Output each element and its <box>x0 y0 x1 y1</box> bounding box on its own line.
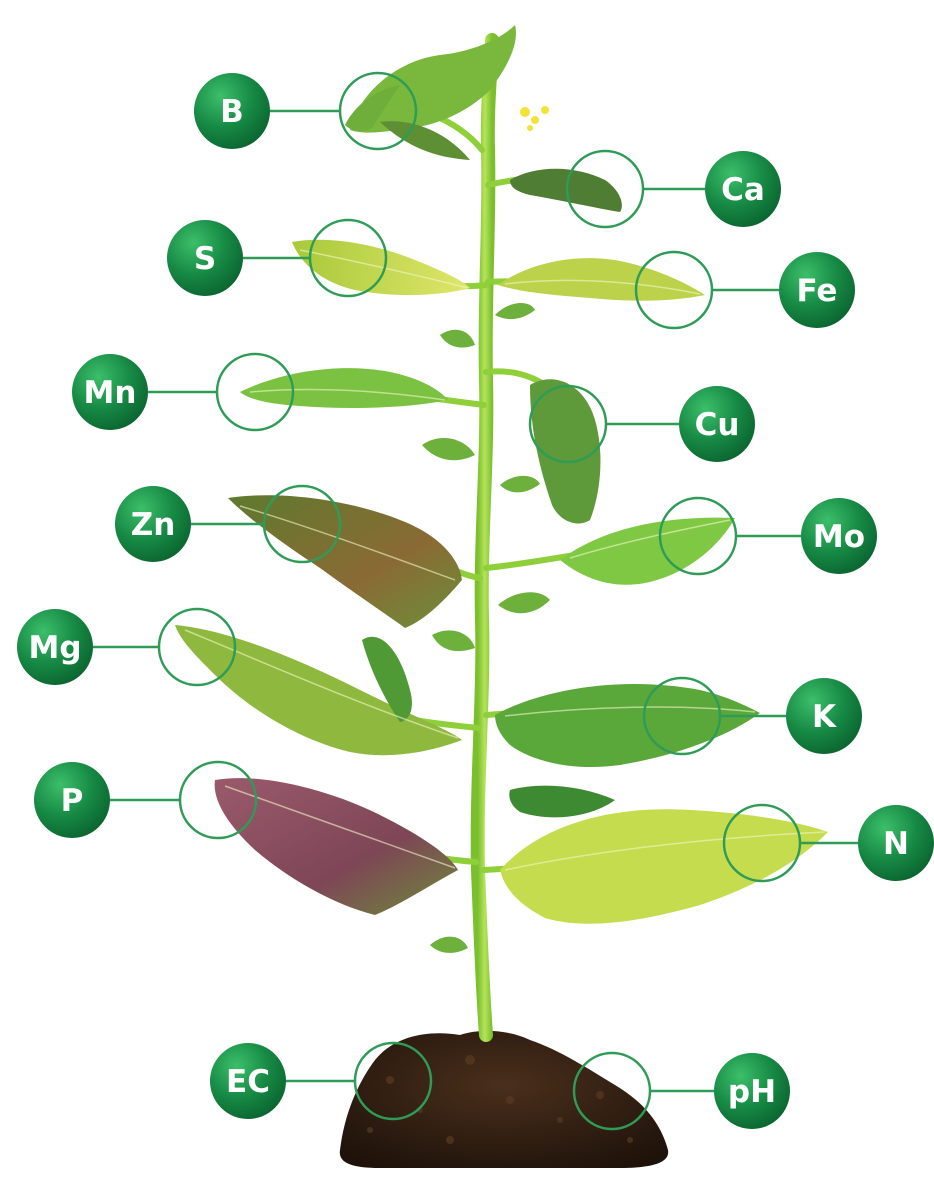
badge-label-zn: Zn <box>131 507 176 543</box>
soil-mound <box>340 1031 668 1168</box>
badge-label-fe: Fe <box>797 273 838 309</box>
leaf-small-4 <box>500 476 540 493</box>
leaf-small-3 <box>422 438 475 460</box>
badge-label-s: S <box>194 241 216 277</box>
leaf-p <box>215 778 458 915</box>
leaf-k <box>495 684 760 767</box>
leaf-n <box>500 809 828 923</box>
leaf-small-8 <box>430 937 468 953</box>
leaf-mn <box>240 368 448 408</box>
badge-label-mg: Mg <box>28 630 81 666</box>
leaf-small-1 <box>440 330 475 348</box>
badge-label-k: K <box>812 699 837 735</box>
flower-cluster <box>520 106 549 131</box>
leaf-small-6 <box>498 592 550 613</box>
leaf-zn <box>228 495 462 628</box>
badge-label-mn: Mn <box>84 375 137 411</box>
badge-label-cu: Cu <box>695 407 740 443</box>
main-stem <box>478 40 492 1035</box>
leaf-small-7 <box>509 786 615 818</box>
leaf-small-5 <box>432 630 475 651</box>
badge-label-ca: Ca <box>721 172 765 208</box>
badge-label-mo: Mo <box>813 519 865 555</box>
leaf-mo <box>560 518 735 585</box>
badge-label-ph: pH <box>728 1074 776 1110</box>
badge-label-n: N <box>883 826 909 862</box>
leaf-small-2 <box>495 303 535 319</box>
badge-label-b: B <box>220 94 244 130</box>
badge-label-p: P <box>61 783 84 819</box>
badge-label-ec: EC <box>226 1064 270 1100</box>
leaf-fe <box>498 258 705 301</box>
